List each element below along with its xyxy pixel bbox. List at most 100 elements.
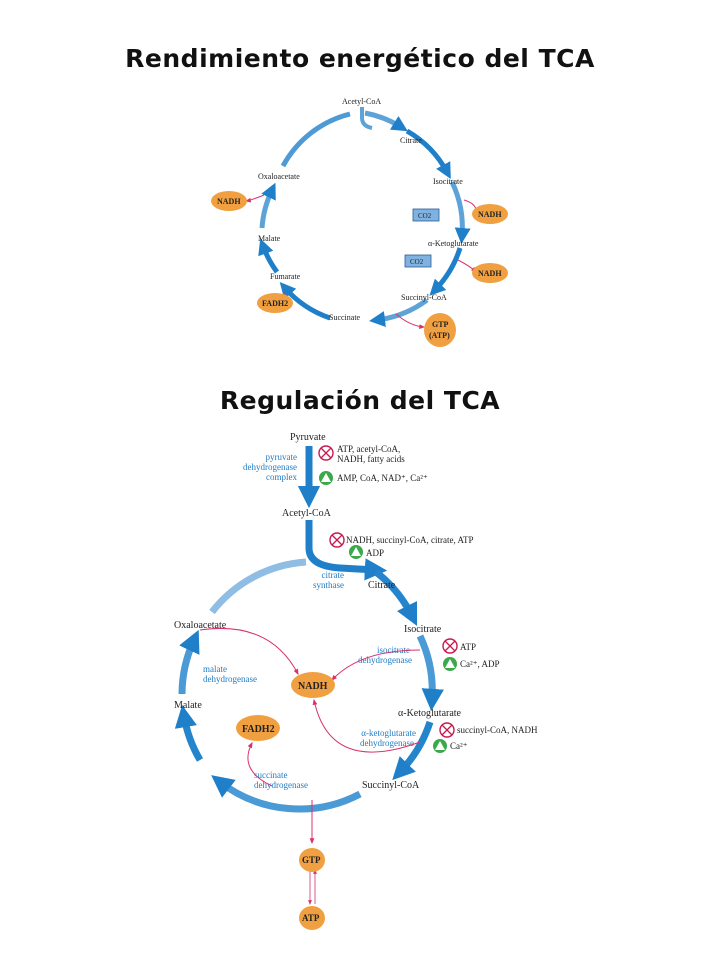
svg-text:Ca²⁺: Ca²⁺	[450, 741, 468, 751]
svg-text:NADH: NADH	[217, 197, 241, 206]
arc-citrate-isocitrate	[405, 128, 451, 180]
enzyme-sdh-2: dehydrogenase	[254, 780, 308, 790]
acetylcoa-entry-arrow	[360, 107, 373, 130]
arrow-akgdh-to-nadh	[312, 698, 421, 753]
arc-malate-oxaloacetate	[259, 182, 276, 229]
inhibit-icon	[329, 532, 345, 548]
svg-text:AMP, CoA, NAD⁺, Ca²⁺: AMP, CoA, NAD⁺, Ca²⁺	[337, 473, 428, 483]
enzyme-pdh-1: pyruvate	[266, 452, 298, 462]
label-acetyl-coa: Acetyl-CoA	[282, 508, 332, 519]
arrow-to-nadh-3	[244, 194, 265, 203]
nadh-badge: NADH	[291, 672, 335, 698]
svg-text:FADH2: FADH2	[262, 299, 288, 308]
energy-yield-cycle: Acetyl-CoA Citrate Isocitrate α-Ketoglut…	[211, 97, 508, 347]
svg-text:ATP, acetyl-CoA,: ATP, acetyl-CoA,	[337, 444, 400, 454]
label-citrate: Citrate	[368, 580, 396, 591]
svg-text:GTP: GTP	[432, 320, 449, 329]
fadh2-badge: FADH2	[236, 715, 280, 741]
label-pyruvate: Pyruvate	[290, 432, 326, 443]
arrow-idh-to-nadh	[331, 649, 421, 681]
fadh2-badge: FADH2	[257, 293, 293, 313]
label-oxaloacetate: Oxaloacetate	[174, 620, 227, 631]
svg-text:NADH: NADH	[478, 269, 502, 278]
acetylcoa-stem	[305, 520, 388, 581]
svg-text:NADH: NADH	[298, 681, 328, 692]
arc-acetylcoa-citrate	[364, 110, 408, 132]
svg-text:Ca²⁺, ADP: Ca²⁺, ADP	[460, 659, 499, 669]
svg-text:ATP: ATP	[460, 642, 476, 652]
label-succinyl-coa: Succinyl-CoA	[401, 293, 447, 302]
svg-text:CO2: CO2	[410, 258, 424, 266]
nadh-badge-1: NADH	[472, 204, 508, 224]
cs-regulation: NADH, succinyl-CoA, citrate, ATP ADP	[329, 532, 473, 559]
label-succinyl-coa: Succinyl-CoA	[362, 780, 420, 791]
activate-icon	[433, 739, 447, 753]
arrow-mdh-to-nadh	[199, 627, 299, 676]
label-oxaloacetate: Oxaloacetate	[258, 172, 300, 181]
label-acetyl-coa: Acetyl-CoA	[342, 97, 381, 106]
svg-text:(ATP): (ATP)	[429, 331, 450, 340]
label-malate: Malate	[258, 234, 281, 243]
enzyme-mdh-1: malate	[203, 664, 227, 674]
activate-icon	[443, 657, 457, 671]
label-succinate: Succinate	[329, 313, 361, 322]
arc-succinylcoa-malate	[211, 775, 362, 813]
svg-text:FADH2: FADH2	[242, 724, 275, 735]
regulation-cycle: Pyruvate Acetyl-CoA Citrate Isocitrate α…	[174, 432, 538, 930]
atp-badge: ATP	[299, 906, 325, 930]
label-fumarate: Fumarate	[270, 272, 301, 281]
gtp-badge: GTP	[299, 848, 325, 872]
label-alpha-ketoglutarate: α-Ketoglutarate	[398, 708, 462, 719]
arc-akg-succinylcoa	[429, 247, 463, 296]
idh-regulation: ATP Ca²⁺, ADP	[442, 638, 499, 671]
svg-text:NADH: NADH	[478, 210, 502, 219]
arc-fumarate-malate	[258, 238, 280, 274]
label-citrate: Citrate	[400, 136, 422, 145]
gtp-atp-badge: GTP (ATP)	[424, 313, 456, 347]
label-isocitrate: Isocitrate	[433, 177, 463, 186]
arrow-to-gtp	[395, 313, 426, 330]
enzyme-akgdh-1: α-ketoglutarate	[361, 728, 416, 738]
title-energy-yield: Rendimiento energético del TCA	[125, 44, 595, 73]
inhibit-icon	[442, 638, 458, 654]
enzyme-pdh-2: dehydrogenase	[243, 462, 297, 472]
title-regulation: Regulación del TCA	[219, 386, 501, 415]
arc-isocitrate-akg	[416, 634, 444, 712]
enzyme-idh-2: dehydrogenase	[358, 655, 412, 665]
co2-box-2: CO2	[404, 254, 432, 268]
arc-succinate-fumarate	[279, 281, 331, 321]
svg-text:ATP: ATP	[302, 913, 320, 923]
svg-text:CO2: CO2	[418, 212, 432, 220]
enzyme-akgdh-2: dehydrogenase	[360, 738, 414, 748]
inhibit-icon	[318, 445, 334, 461]
arc-succinylcoa-succinate	[369, 297, 429, 327]
enzyme-sdh-1: succinate	[254, 770, 287, 780]
label-malate: Malate	[174, 700, 202, 711]
arc-malate-oxaloacetate	[178, 629, 200, 695]
svg-text:ADP: ADP	[366, 548, 384, 558]
arc-oxaloacetate-citrate	[209, 558, 307, 615]
nadh-badge-2: NADH	[472, 263, 508, 283]
label-alpha-ketoglutarate: α-Ketoglutarate	[428, 239, 479, 248]
nadh-badge-3: NADH	[211, 191, 247, 211]
arrow-sdh-to-fadh2	[247, 741, 273, 787]
svg-text:GTP: GTP	[302, 855, 321, 865]
enzyme-pdh-3: complex	[266, 472, 297, 482]
inhibit-icon	[439, 722, 455, 738]
co2-box-1: CO2	[412, 208, 440, 222]
enzyme-mdh-2: dehydrogenase	[203, 674, 257, 684]
enzyme-cs-2: synthase	[313, 580, 344, 590]
arc-citrate-isocitrate	[373, 569, 418, 627]
activate-icon	[319, 471, 333, 485]
svg-text:NADH, succinyl-CoA, citrate, A: NADH, succinyl-CoA, citrate, ATP	[346, 535, 473, 545]
svg-text:NADH, fatty acids: NADH, fatty acids	[337, 454, 405, 464]
arc-oxaloacetate-top	[280, 111, 351, 168]
arc-to-malate	[174, 704, 204, 762]
enzyme-cs-1: citrate	[322, 570, 344, 580]
enzyme-idh-1: isocitrate	[377, 645, 410, 655]
pdh-regulation: ATP, acetyl-CoA, NADH, fatty acids AMP, …	[318, 444, 428, 485]
activate-icon	[349, 545, 363, 559]
akgdh-regulation: succinyl-CoA, NADH Ca²⁺	[433, 722, 538, 753]
arc-akg-succinylcoa	[392, 720, 434, 781]
